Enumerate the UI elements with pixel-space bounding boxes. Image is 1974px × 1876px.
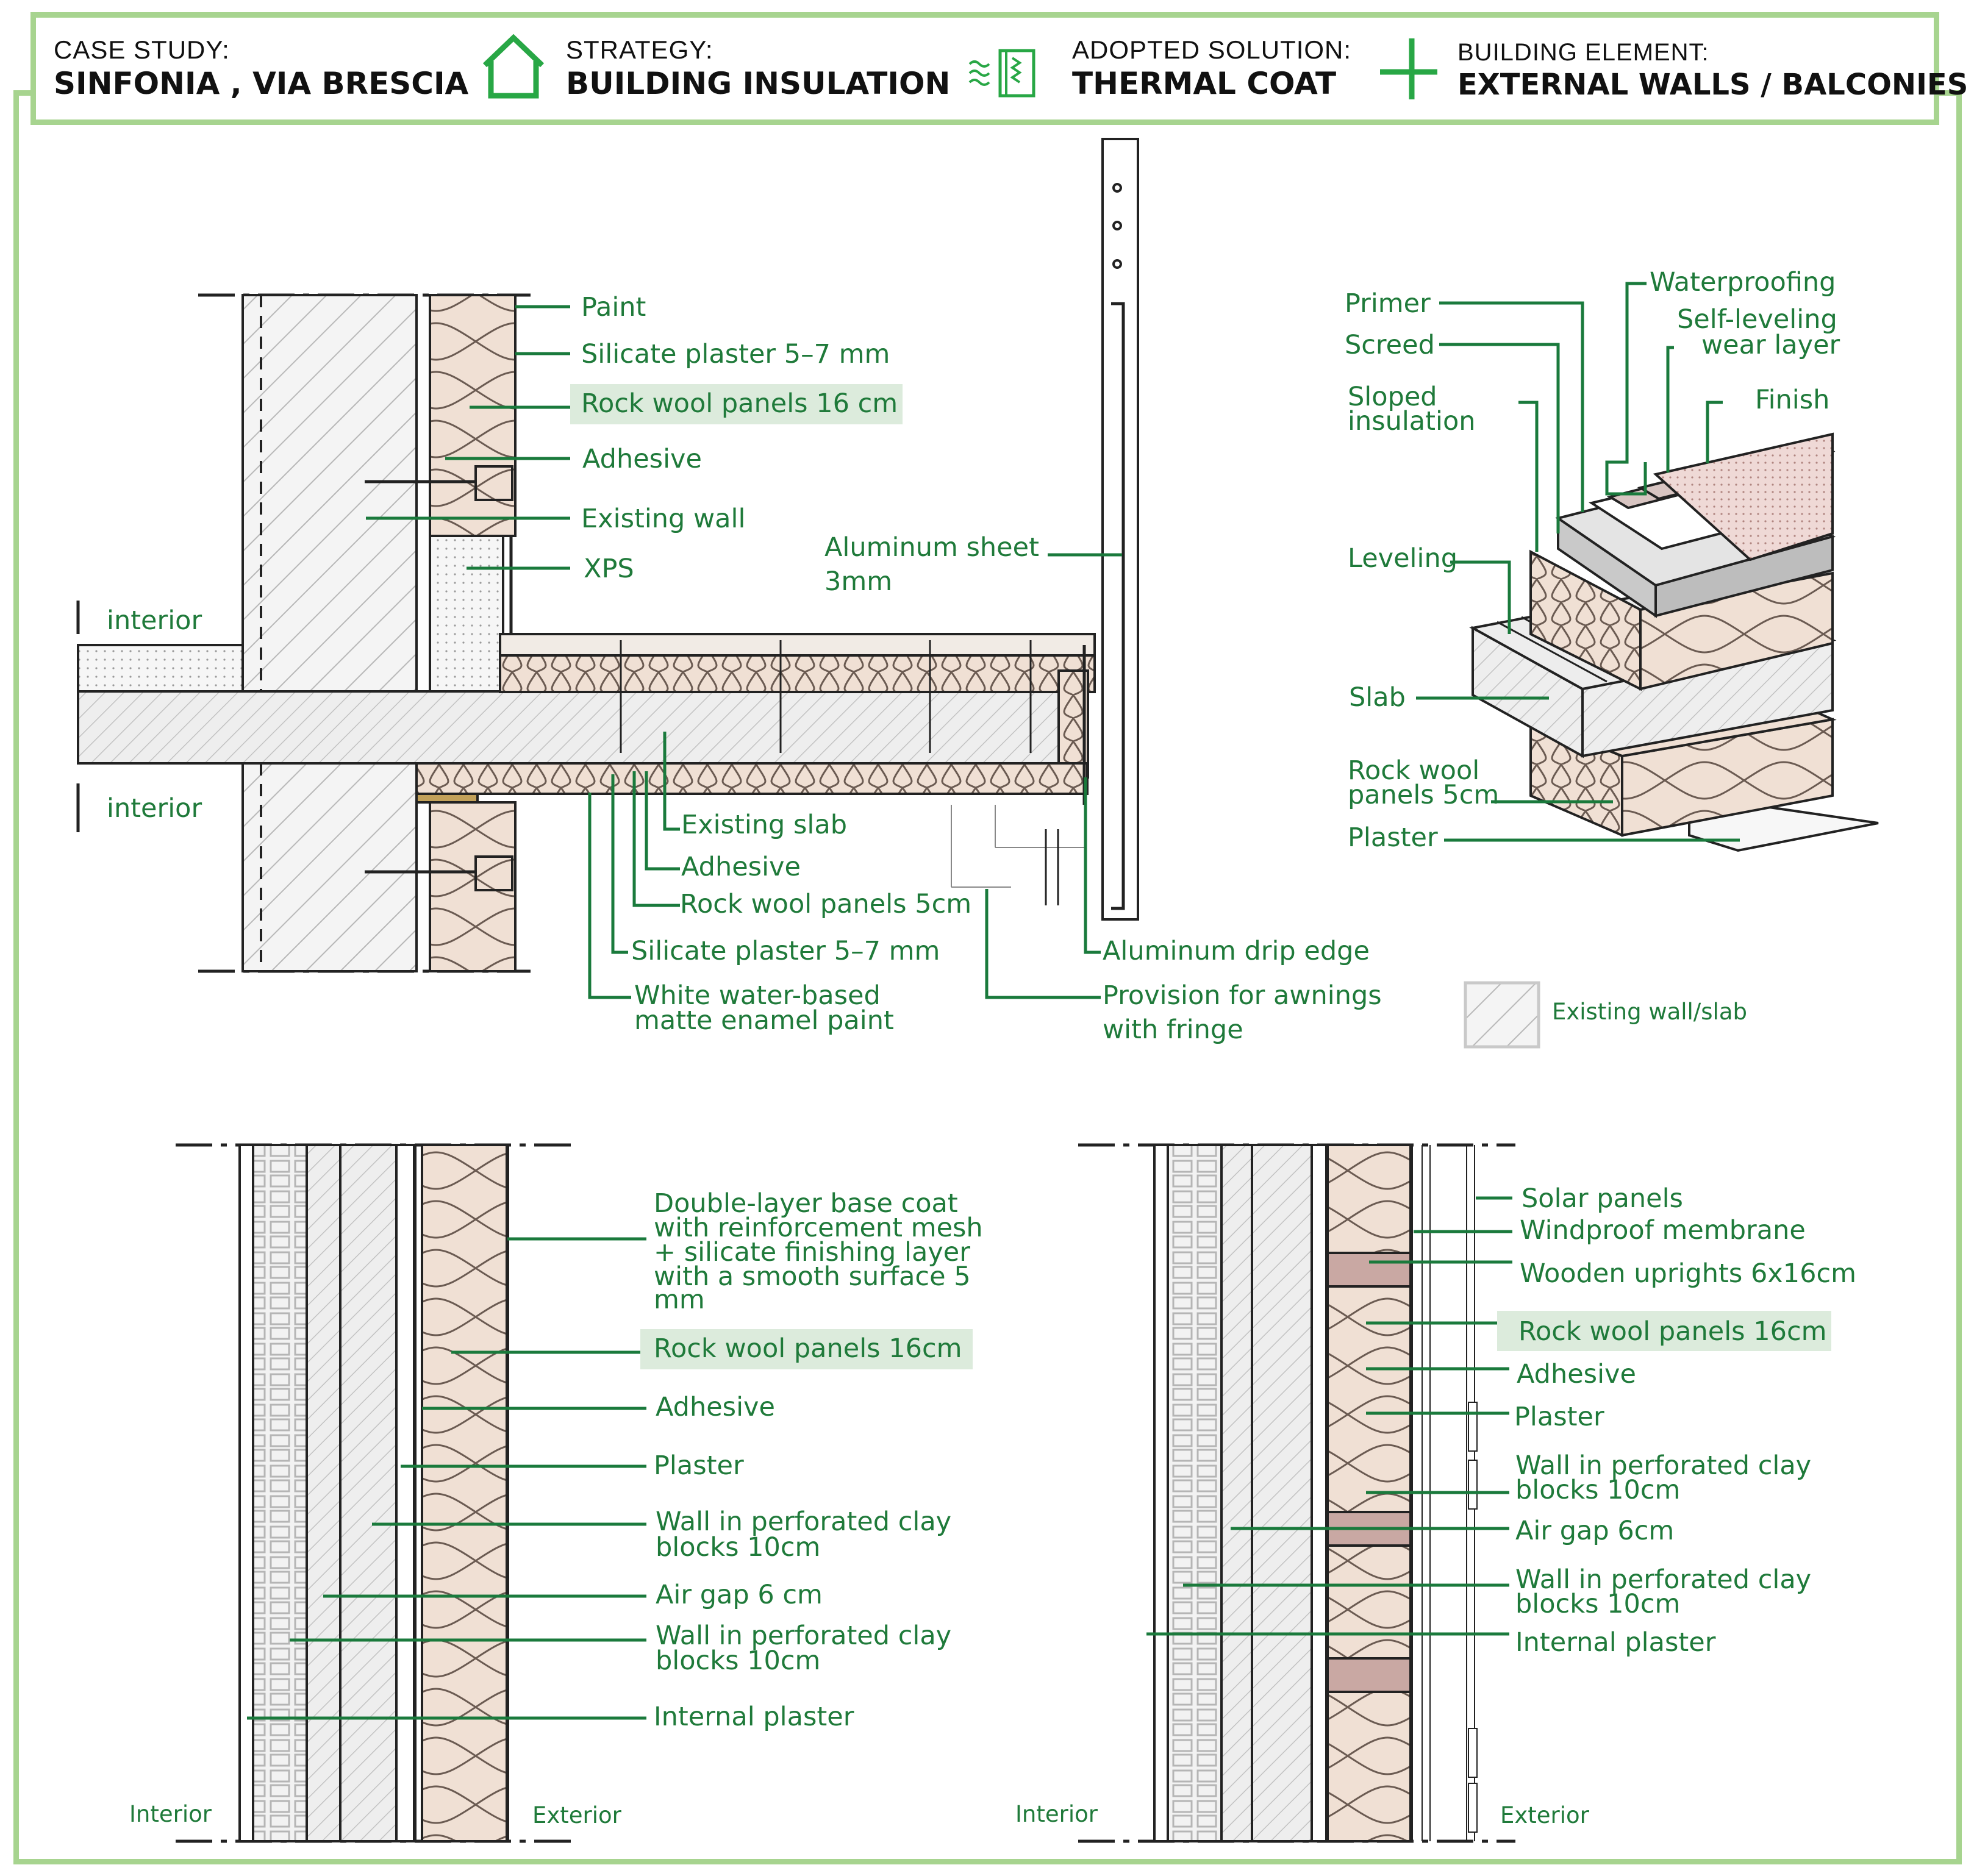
right-windproof: Windproof membrane: [1520, 1215, 1806, 1246]
left-adhesive: Adhesive: [656, 1392, 775, 1422]
base-coat-line-5: mm: [654, 1285, 705, 1315]
balcony-leaders: [366, 305, 1122, 999]
right-wall2-1: Wall in perforated clay: [1515, 1564, 1811, 1595]
label-screed: Screed: [1345, 330, 1435, 360]
right-plaster: Plaster: [1514, 1402, 1604, 1432]
legend-text: Existing wall/slab: [1552, 999, 1747, 1025]
left-internal-plaster: Internal plaster: [654, 1702, 854, 1732]
label-paint-bottom-2: matte enamel paint: [634, 1005, 894, 1036]
left-interior: Interior: [129, 1801, 212, 1827]
case-study-label: CASE STUDY:: [54, 35, 230, 64]
left-plaster: Plaster: [654, 1450, 744, 1481]
label-paint: Paint: [581, 292, 646, 323]
label-rockwool-5: Rock wool panels 5cm: [680, 889, 971, 919]
right-wall2-2: blocks 10cm: [1515, 1589, 1680, 1619]
left-wall2-1: Wall in perforated clay: [656, 1621, 951, 1651]
rockwool-highlight: [570, 384, 903, 424]
label-awnings-2: with fringe: [1103, 1015, 1243, 1045]
label-leveling: Leveling: [1348, 543, 1457, 574]
label-rockwool-ax-1: Rock wool: [1348, 755, 1479, 786]
label-paint-bottom-1: White water-based: [634, 980, 881, 1011]
label-slab: Slab: [1349, 682, 1406, 713]
label-plaster-ax: Plaster: [1348, 822, 1438, 853]
base-coat-line-1: Double-layer base coat: [654, 1188, 958, 1219]
balcony-labels: Paint Silicate plaster 5–7 mm Rock wool …: [107, 292, 1382, 1045]
label-adhesive: Adhesive: [582, 444, 702, 474]
label-drip-edge: Aluminum drip edge: [1103, 936, 1370, 966]
left-wall1-2: blocks 10cm: [656, 1532, 820, 1563]
label-silicate-bottom: Silicate plaster 5–7 mm: [631, 936, 940, 966]
right-air-gap: Air gap 6cm: [1515, 1516, 1674, 1546]
wall-right-labels: Solar panels Windproof membrane Wooden u…: [1015, 1183, 1856, 1828]
legend: Existing wall/slab: [1464, 981, 1747, 1049]
label-rockwool-16: Rock wool panels 16 cm: [581, 388, 898, 419]
strategy-value: BUILDING INSULATION: [566, 66, 951, 101]
right-solar: Solar panels: [1522, 1183, 1683, 1214]
wall-left-labels: Double-layer base coat with reinforcemen…: [129, 1188, 983, 1828]
cross-icon: [1380, 38, 1437, 99]
right-adhesive: Adhesive: [1517, 1359, 1636, 1389]
element-block: BUILDING ELEMENT: EXTERNAL WALLS / BALCO…: [1457, 39, 1968, 102]
legend-swatch: [1464, 981, 1540, 1049]
label-existing-slab: Existing slab: [681, 810, 847, 840]
slab-axonometric-leaders: [1416, 282, 1740, 842]
label-primer: Primer: [1345, 288, 1431, 319]
wall-right-leaders: [1146, 1196, 1512, 1636]
right-wall1-2: blocks 10cm: [1515, 1475, 1680, 1505]
left-wall1-1: Wall in perforated clay: [656, 1507, 951, 1537]
solution-value: THERMAL COAT: [1072, 66, 1337, 101]
right-interior: Interior: [1015, 1801, 1098, 1827]
solution-block: ADOPTED SOLUTION: THERMAL COAT: [1072, 35, 1351, 101]
element-value: EXTERNAL WALLS / BALCONIES: [1457, 68, 1969, 102]
label-interior-bottom: interior: [107, 793, 202, 824]
solution-label: ADOPTED SOLUTION:: [1072, 35, 1352, 64]
label-finish: Finish: [1755, 385, 1829, 415]
right-exterior: Exterior: [1500, 1802, 1590, 1828]
wall-section-left: [176, 1143, 573, 1843]
label-rockwool-ax-2: panels 5cm: [1348, 780, 1499, 810]
label-interior-top: interior: [107, 605, 202, 636]
element-label: BUILDING ELEMENT:: [1457, 39, 1709, 66]
label-adhesive-2: Adhesive: [681, 852, 801, 882]
base-coat-line-4: with a smooth surface 5: [654, 1261, 971, 1292]
right-internal-plaster: Internal plaster: [1515, 1627, 1716, 1658]
base-coat-line-3: + silicate finishing layer: [654, 1237, 970, 1268]
wall-left-leaders: [247, 1237, 646, 1720]
header-bar: [30, 12, 1939, 125]
case-study-value: SINFONIA , VIA BRESCIA: [54, 66, 469, 101]
axonometric-labels: Primer Screed Sloped insulation Waterpro…: [1345, 267, 1840, 853]
left-exterior: Exterior: [532, 1802, 622, 1828]
label-self-leveling-2: wear layer: [1701, 330, 1840, 360]
right-uprights: Wooden uprights 6x16cm: [1520, 1258, 1856, 1289]
label-sloped-2: insulation: [1348, 406, 1476, 437]
slab-axonometric: [1469, 432, 1879, 852]
balcony-section: [76, 138, 1139, 973]
house-icon: [482, 34, 545, 99]
right-wall1-1: Wall in perforated clay: [1515, 1450, 1811, 1481]
rockwool-highlight-right: [1497, 1311, 1831, 1351]
label-waterproofing: Waterproofing: [1650, 267, 1836, 298]
strategy-label: STRATEGY:: [566, 35, 713, 64]
left-rockwool: Rock wool panels 16cm: [654, 1333, 962, 1364]
label-awnings-1: Provision for awnings: [1103, 980, 1382, 1011]
label-alu-sheet-2: 3mm: [824, 566, 892, 597]
strategy-block: STRATEGY: BUILDING INSULATION: [566, 35, 950, 101]
left-wall2-2: blocks 10cm: [656, 1646, 820, 1676]
right-rockwool: Rock wool panels 16cm: [1518, 1316, 1826, 1347]
case-study-block: CASE STUDY: SINFONIA , VIA BRESCIA: [54, 35, 468, 101]
base-coat-line-2: with reinforcement mesh: [654, 1213, 983, 1243]
label-xps: XPS: [584, 554, 634, 584]
label-silicate-top: Silicate plaster 5–7 mm: [581, 339, 890, 369]
label-existing-wall: Existing wall: [581, 504, 745, 534]
label-sloped-1: Sloped: [1348, 382, 1437, 412]
label-alu-sheet-1: Aluminum sheet: [824, 532, 1039, 563]
left-air-gap: Air gap 6 cm: [656, 1580, 823, 1610]
label-self-leveling-1: Self-leveling: [1677, 304, 1837, 335]
rockwool-highlight-left: [640, 1329, 973, 1369]
wave-insulation-icon: [968, 49, 1035, 98]
